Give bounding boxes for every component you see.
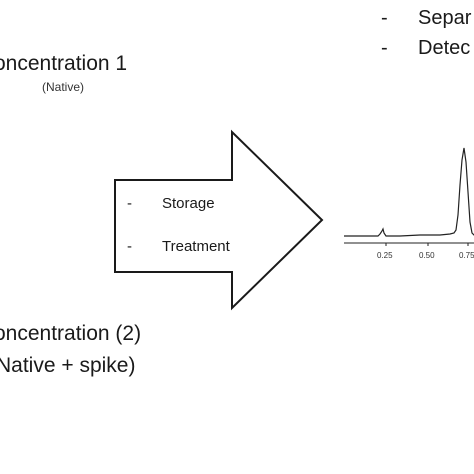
x-tick-label: 0.25 bbox=[377, 251, 393, 260]
process-arrow-shape bbox=[114, 129, 324, 311]
arrow-step-bullet: - bbox=[127, 195, 132, 212]
arrow-step-treatment: Treatment bbox=[162, 238, 230, 255]
analysis-step-detection: Detec bbox=[418, 37, 471, 59]
x-tick-label: 0.50 bbox=[419, 251, 435, 260]
concentration-1-label: oncentration 1 bbox=[0, 52, 128, 75]
chromatogram-trace bbox=[344, 147, 474, 237]
concentration-2-label: oncentration (2) bbox=[0, 322, 142, 345]
x-tick-label: 0.75 bbox=[459, 251, 474, 260]
concentration-1-sublabel: (Native) bbox=[42, 80, 85, 94]
concentration-2-sublabel: Native + spike) bbox=[0, 354, 136, 377]
analysis-step-separation: Separ bbox=[418, 7, 472, 29]
analysis-step-bullet: - bbox=[381, 7, 388, 29]
arrow-step-storage: Storage bbox=[162, 195, 215, 212]
arrow-step-bullet: - bbox=[127, 238, 132, 255]
analysis-step-bullet: - bbox=[381, 37, 388, 59]
